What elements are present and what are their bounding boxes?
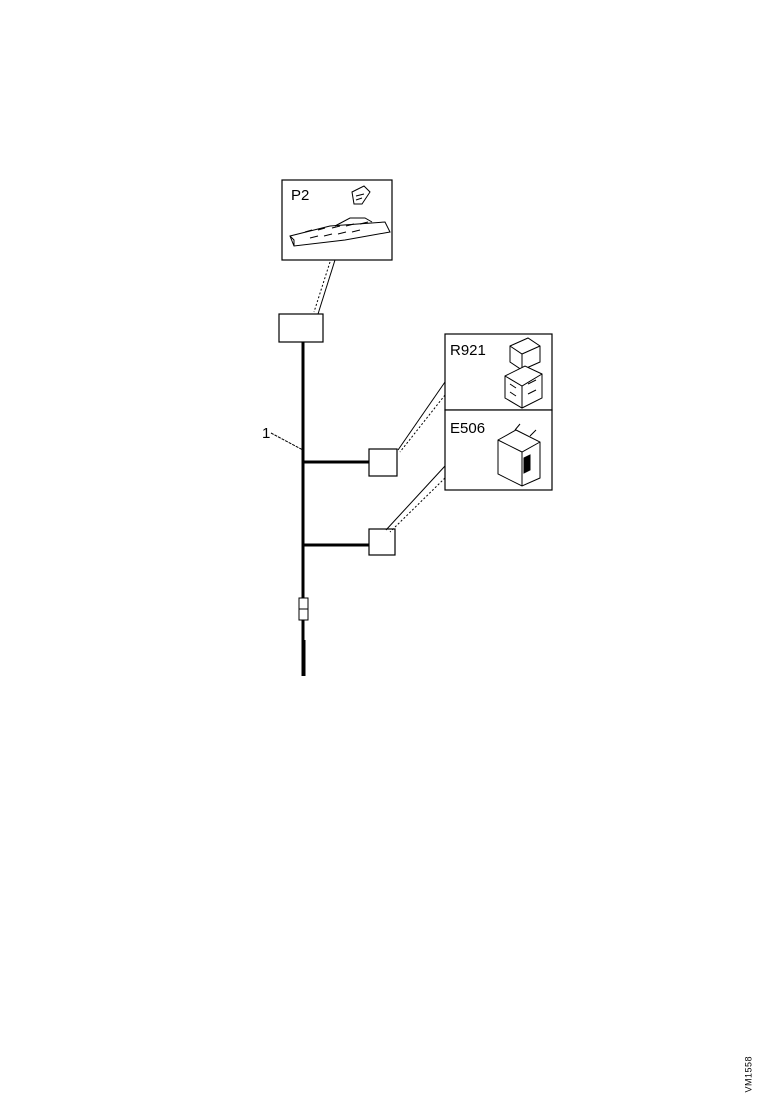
detail-box-r921: R921 (444, 333, 553, 411)
leader-r921 (397, 381, 446, 453)
fusebox-illustration (289, 217, 391, 247)
detail-box-p2: P2 (281, 179, 393, 261)
detail-label-e506: E506 (450, 420, 485, 437)
relay-illustration (504, 337, 543, 409)
detail-label-p2: P2 (291, 187, 309, 204)
fuse-illustration (351, 185, 371, 205)
harness-ref-label: 1 (262, 425, 270, 442)
detail-label-r921: R921 (450, 342, 486, 359)
detail-box-e506: E506 (444, 409, 553, 491)
connector-r921 (368, 448, 398, 477)
module-illustration (497, 423, 541, 487)
inline-connector (298, 597, 309, 621)
harness-trunk (301, 342, 306, 676)
leader-e506 (385, 465, 446, 533)
harness-ref-callout: 1 (262, 425, 304, 451)
connector-e506 (368, 528, 396, 556)
figure-reference: VM1558 (744, 1056, 754, 1093)
connector-p2 (278, 313, 324, 343)
leader-p2 (313, 259, 336, 315)
